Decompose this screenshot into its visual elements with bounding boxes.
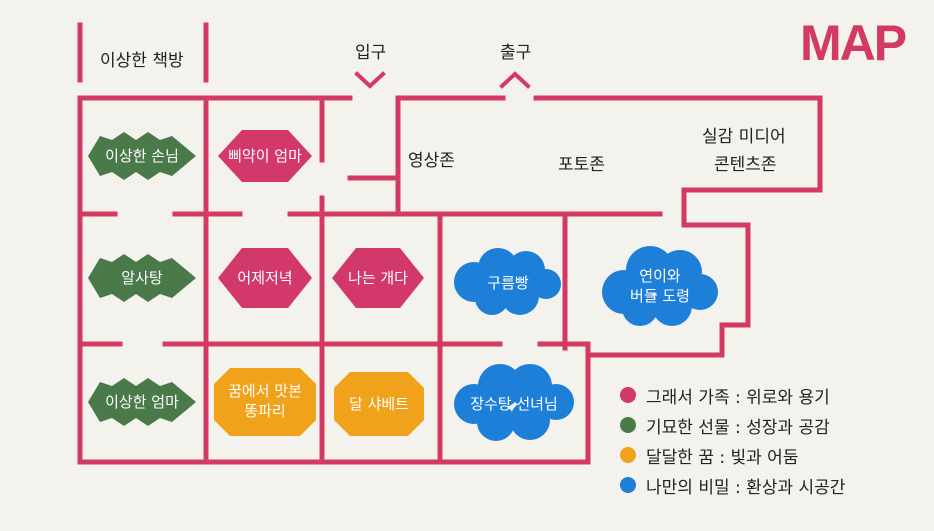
- room-label: 버들 도령: [630, 287, 690, 305]
- legend-text: 그래서 가족 : 위로와 용기: [646, 387, 830, 408]
- room-shape: [88, 132, 196, 180]
- room-shape: [88, 254, 196, 302]
- room-label: 이상한 엄마: [105, 393, 179, 411]
- room-label: 꿈에서 맛본: [228, 382, 302, 400]
- legend-item: 달달한 꿈 : 빛과 어둠: [620, 440, 845, 470]
- room-label: 장수탕 선녀님: [470, 395, 558, 413]
- entrance-chevron: [354, 71, 386, 89]
- legend-dot: [620, 477, 636, 493]
- legend-dot: [620, 387, 636, 403]
- room-shape: [334, 372, 424, 436]
- room-label: 구름빵: [487, 274, 529, 292]
- room-shape: [214, 368, 316, 436]
- exit-label: 출구: [500, 43, 532, 63]
- immersive-zone-label-1: 실감 미디어: [702, 127, 786, 147]
- room-shape: [332, 248, 424, 308]
- legend-item: 그래서 가족 : 위로와 용기: [620, 380, 845, 410]
- legend-dot: [620, 447, 636, 463]
- room-label: 알사탕: [121, 269, 163, 287]
- legend-item: 나만의 비밀 : 환상과 시공간: [620, 470, 845, 500]
- entrance-label: 입구: [355, 43, 387, 63]
- room-shape: [88, 378, 196, 426]
- room-shape: [218, 130, 312, 182]
- legend-item: 기묘한 선물 : 성장과 공감: [620, 410, 845, 440]
- room-label: 연이와: [639, 267, 681, 285]
- legend: 그래서 가족 : 위로와 용기 기묘한 선물 : 성장과 공감 달달한 꿈 : …: [620, 380, 845, 500]
- immersive-zone-label-2: 콘텐츠존: [714, 155, 777, 175]
- room-label: 똥파리: [244, 402, 285, 420]
- room-shape: [454, 364, 574, 441]
- photo-zone-label: 포토존: [558, 155, 605, 175]
- exit-chevron: [499, 71, 531, 89]
- legend-dot: [620, 417, 636, 433]
- bookstore-label: 이상한 책방: [100, 51, 184, 71]
- legend-text: 나만의 비밀 : 환상과 시공간: [646, 477, 846, 498]
- room-shape: [454, 248, 561, 315]
- room-label: 달 샤베트: [349, 395, 409, 413]
- map-title: MAP: [800, 15, 907, 71]
- room-label: 나는 개다: [348, 269, 408, 287]
- legend-text: 기묘한 선물 : 성장과 공감: [646, 417, 830, 438]
- room-label: 삐약이 엄마: [228, 147, 302, 165]
- video-zone-label: 영상존: [408, 151, 455, 171]
- room-shape: [218, 248, 312, 308]
- room-shape: [602, 246, 718, 326]
- room-label: 어제저녁: [237, 269, 292, 287]
- room-label: 이상한 손님: [105, 147, 179, 165]
- legend-text: 달달한 꿈 : 빛과 어둠: [646, 447, 799, 468]
